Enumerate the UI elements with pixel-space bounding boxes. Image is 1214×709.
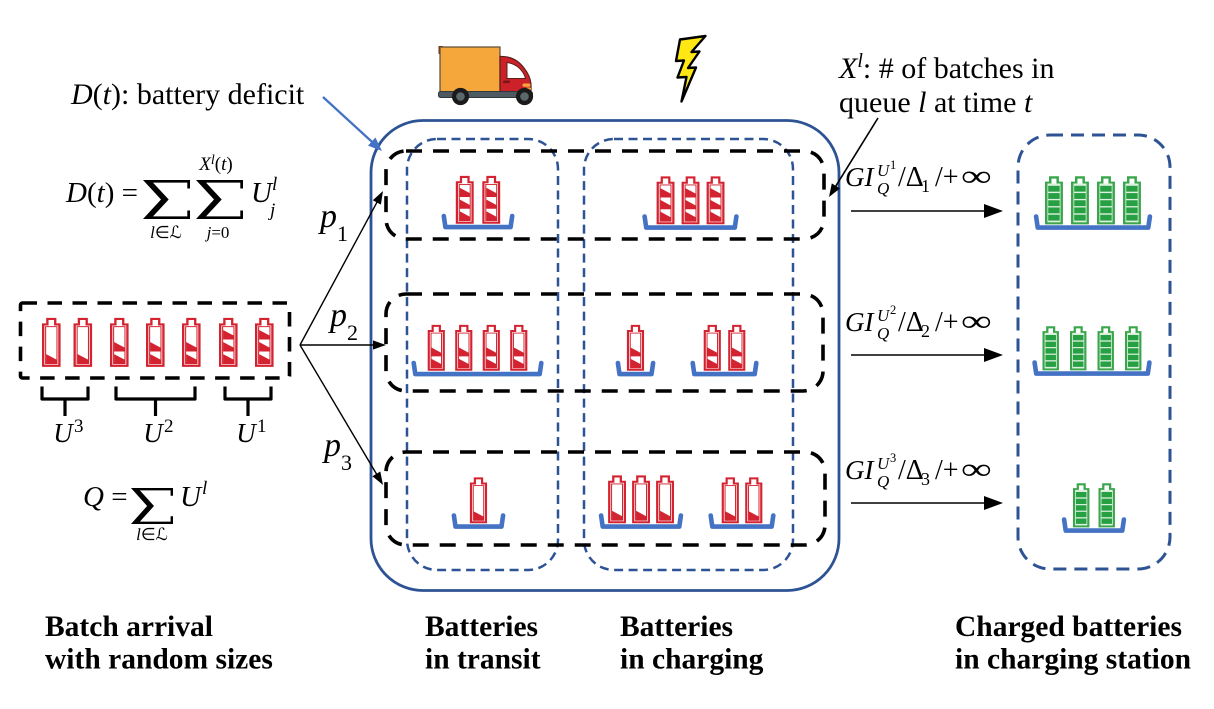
svg-text:Charged batteries: Charged batteries [955, 611, 1182, 643]
svg-text:Q: Q [877, 472, 889, 491]
svg-text:Batteries: Batteries [425, 611, 538, 643]
svg-text:U: U [251, 177, 274, 209]
svg-text:1: 1 [921, 176, 930, 196]
svg-text:Batch arrival: Batch arrival [45, 611, 213, 643]
svg-text:U: U [53, 418, 74, 448]
svg-text:U: U [877, 454, 891, 473]
svg-text:l∈ℒ: l∈ℒ [136, 525, 168, 544]
svg-text:/+: /+ [935, 162, 959, 193]
svg-text:l∈ℒ: l∈ℒ [150, 223, 182, 242]
svg-text:in charging station: in charging station [955, 644, 1191, 676]
svg-text:Batteries: Batteries [620, 611, 733, 643]
svg-text:D(t): battery deficit: D(t): battery deficit [70, 78, 305, 111]
svg-text:GI: GI [845, 307, 875, 337]
svg-text:p: p [328, 297, 347, 334]
svg-text:∞: ∞ [961, 160, 992, 193]
svg-text:/+: /+ [935, 455, 959, 486]
svg-text:∞: ∞ [961, 453, 992, 486]
svg-text:U: U [877, 306, 891, 325]
svg-text:1: 1 [890, 158, 896, 172]
svg-text:U: U [236, 418, 257, 448]
svg-text:2: 2 [347, 320, 358, 345]
svg-text:3: 3 [341, 450, 352, 475]
svg-text:U: U [180, 481, 203, 513]
svg-text:2: 2 [164, 416, 174, 437]
svg-text:U: U [143, 418, 164, 448]
svg-text:2: 2 [921, 321, 930, 341]
svg-text:p: p [322, 427, 341, 464]
svg-text:/Δ: /Δ [898, 162, 924, 193]
svg-text:j: j [267, 200, 275, 221]
svg-text:Xl: # of batches in: Xl: # of batches in [838, 50, 1055, 85]
svg-text:p: p [318, 198, 337, 235]
svg-text:in charging: in charging [620, 644, 764, 676]
svg-text:Q: Q [877, 324, 889, 343]
svg-text:1: 1 [257, 416, 267, 437]
svg-text:Q: Q [877, 179, 889, 198]
svg-text:/+: /+ [935, 307, 959, 338]
svg-text:U: U [877, 161, 891, 180]
svg-text:j=0: j=0 [205, 223, 230, 242]
svg-text:GI: GI [845, 455, 875, 485]
svg-text:Q =: Q = [83, 481, 128, 513]
svg-text:queue l at time t: queue l at time t [839, 86, 1033, 119]
svg-text:1: 1 [337, 221, 348, 246]
svg-text:∞: ∞ [961, 305, 992, 338]
svg-text:/Δ: /Δ [898, 455, 924, 486]
svg-text:3: 3 [74, 416, 84, 437]
svg-text:D(t) =: D(t) = [65, 177, 138, 209]
svg-text:in transit: in transit [425, 644, 541, 676]
svg-text:3: 3 [890, 451, 896, 465]
svg-text:2: 2 [890, 303, 896, 317]
svg-text:/Δ: /Δ [898, 307, 924, 338]
svg-text:GI: GI [845, 162, 875, 192]
svg-text:Xl(t): Xl(t) [198, 153, 232, 175]
svg-text:l: l [202, 478, 207, 499]
svg-text:3: 3 [921, 469, 930, 489]
svg-text:with random sizes: with random sizes [45, 644, 273, 676]
svg-text:l: l [272, 174, 277, 195]
